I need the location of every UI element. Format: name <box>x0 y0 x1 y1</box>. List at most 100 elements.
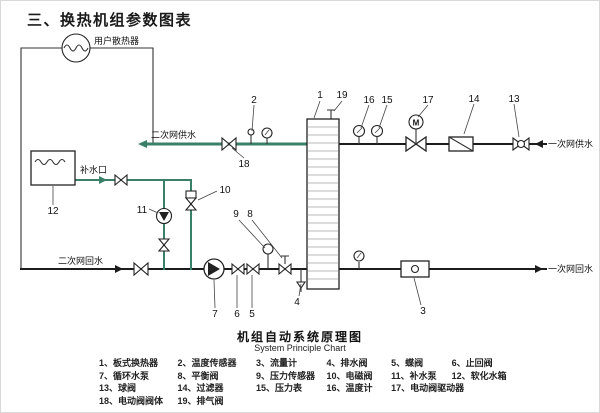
legend-item: 10、电磁阀 <box>326 370 373 381</box>
secondary-supply-components <box>221 127 273 152</box>
motor-letter: M <box>413 119 420 128</box>
callout-13: 13 <box>508 94 520 105</box>
primary-supply-arrow-icon <box>535 140 543 148</box>
legend-item: 1、板式换热器 <box>99 358 159 368</box>
callout-leaders <box>52 100 520 309</box>
callout-17: 17 <box>422 95 434 106</box>
flow-meter-dial-icon <box>410 264 420 274</box>
legend-row-2: 7、循环水泵 8、平衡阀 9、压力传感器 10、电磁阀 11、补水泵 12、软化… <box>99 371 507 383</box>
exchanger-plates-icon <box>307 126 339 280</box>
callout-16: 16 <box>363 95 375 106</box>
butterfly-valve-icon <box>140 261 149 277</box>
callout-12: 12 <box>47 206 59 217</box>
radiator-coil-icon <box>63 44 89 52</box>
legend-item: 16、温度计 <box>326 383 373 393</box>
makeup-valve-icon <box>120 173 128 187</box>
legend-item: 5、蝶阀 <box>391 358 424 368</box>
legend-item: 19、排气阀 <box>177 395 224 406</box>
callout-19: 19 <box>336 90 348 101</box>
callout-3: 3 <box>420 306 426 317</box>
secondary-return-components <box>133 243 307 292</box>
secondary-supply-label: 二次网供水 <box>151 129 196 140</box>
secondary-return-label: 二次网回水 <box>58 255 103 266</box>
callout-11: 11 <box>137 205 148 216</box>
callout-15: 15 <box>381 95 393 106</box>
user-loop: 用户散热器 <box>20 33 154 269</box>
temp-sensor-icon <box>247 128 255 136</box>
callout-9: 9 <box>233 209 239 220</box>
callout-6: 6 <box>234 309 240 320</box>
motor-valve-body-icon <box>405 135 418 153</box>
legend-item: 2、温度传感器 <box>177 358 237 368</box>
legend-item: 11、补水泵 <box>391 370 437 381</box>
primary-return-arrow-icon <box>535 265 543 273</box>
callouts: 2 1 19 16 15 17 14 13 18 10 11 12 9 8 7 … <box>47 90 520 320</box>
makeup-arrow-icon <box>99 176 107 184</box>
secondary-return-arrow-icon <box>115 265 123 273</box>
primary-return-label: 一次网回水 <box>548 263 593 274</box>
circulation-pump-rotor-icon <box>208 262 220 276</box>
air-vent-icon <box>327 109 335 119</box>
legend-row-1: 1、板式换热器 2、温度传感器 3、流量计 4、排水阀 5、蝶阀 6、止回阀 <box>99 358 507 370</box>
electric-valve-body-icon <box>228 136 237 152</box>
motor-valve-body-icon <box>414 135 427 153</box>
radiator-label: 用户散热器 <box>94 35 139 46</box>
makeup-check-valve-icon <box>157 244 171 252</box>
electric-valve-body-icon <box>221 136 230 152</box>
legend-item: 4、排水阀 <box>326 358 368 368</box>
schematic-diagram: 用户散热器 二次网供水 二次网回水 一次网供水 一次网回水 <box>20 33 593 320</box>
motor-actuator-icon <box>408 114 424 130</box>
heat-exchanger <box>306 109 340 290</box>
legend-item: 3、流量计 <box>256 358 298 368</box>
check-valve-icon <box>237 262 245 276</box>
callout-10: 10 <box>219 185 231 196</box>
solenoid-coil-icon <box>185 190 197 199</box>
supply-gauge-needle <box>264 129 270 136</box>
makeup-system: 补水口 <box>30 150 198 270</box>
primary-supply-components: M <box>352 114 530 153</box>
butterfly-valve-icon <box>246 262 254 276</box>
legend-item: 15、压力表 <box>256 383 303 393</box>
diagram-title-en: System Principle Chart <box>254 343 346 353</box>
callout-4: 4 <box>294 297 300 308</box>
callout-18: 18 <box>238 159 250 170</box>
page-title: 三、换热机组参数图表 <box>27 12 193 29</box>
callout-14: 14 <box>468 94 480 105</box>
callout-8: 8 <box>247 209 253 220</box>
butterfly-valve-icon <box>133 261 142 277</box>
return-gauge-needle <box>356 252 362 259</box>
legend-item: 8、平衡阀 <box>177 370 219 381</box>
pressure-sensor-icon <box>262 243 274 255</box>
callout-7: 7 <box>212 309 218 320</box>
legend-item: 14、过滤器 <box>177 383 224 393</box>
softened-water-tank <box>30 150 76 186</box>
makeup-check-valve-icon <box>157 238 171 246</box>
strainer-diagonal <box>448 136 474 152</box>
callout-1: 1 <box>317 90 323 101</box>
diagram-title-cn: 机组自动系统原理图 <box>236 330 363 344</box>
ball-valve-ball-icon <box>516 139 526 149</box>
makeup-valve-icon <box>114 173 122 187</box>
solenoid-valve-icon <box>184 203 198 211</box>
primary-return-components <box>353 250 430 278</box>
primary-supply-label: 一次网供水 <box>548 138 593 149</box>
butterfly-valve-icon <box>252 262 260 276</box>
thermometer-needle <box>356 127 363 134</box>
legend-item: 7、循环水泵 <box>99 370 150 381</box>
legend-item: 9、压力传感器 <box>256 370 316 381</box>
callout-2: 2 <box>251 95 257 106</box>
balance-valve-icon <box>284 262 292 276</box>
legend-item: 6、止回阀 <box>451 358 493 368</box>
balance-valve-icon <box>278 262 286 276</box>
legend-row-4: 18、电动阀阀体 19、排气阀 <box>99 396 507 408</box>
makeup-pump-rotor-icon <box>159 212 169 221</box>
legend-item: 13、球阀 <box>99 383 137 393</box>
pressure-gauge-needle <box>374 127 381 134</box>
legend-item: 12、软化水箱 <box>451 370 507 381</box>
legend: 1、板式换热器 2、温度传感器 3、流量计 4、排水阀 5、蝶阀 6、止回阀 7… <box>99 358 507 408</box>
legend-item: 17、电动阀驱动器 <box>391 383 465 393</box>
callout-5: 5 <box>249 309 255 320</box>
legend-row-3: 13、球阀 14、过滤器 15、压力表 16、温度计 17、电动阀驱动器 <box>99 383 507 395</box>
check-valve-icon <box>231 262 239 276</box>
secondary-supply-arrow-icon <box>138 140 147 148</box>
